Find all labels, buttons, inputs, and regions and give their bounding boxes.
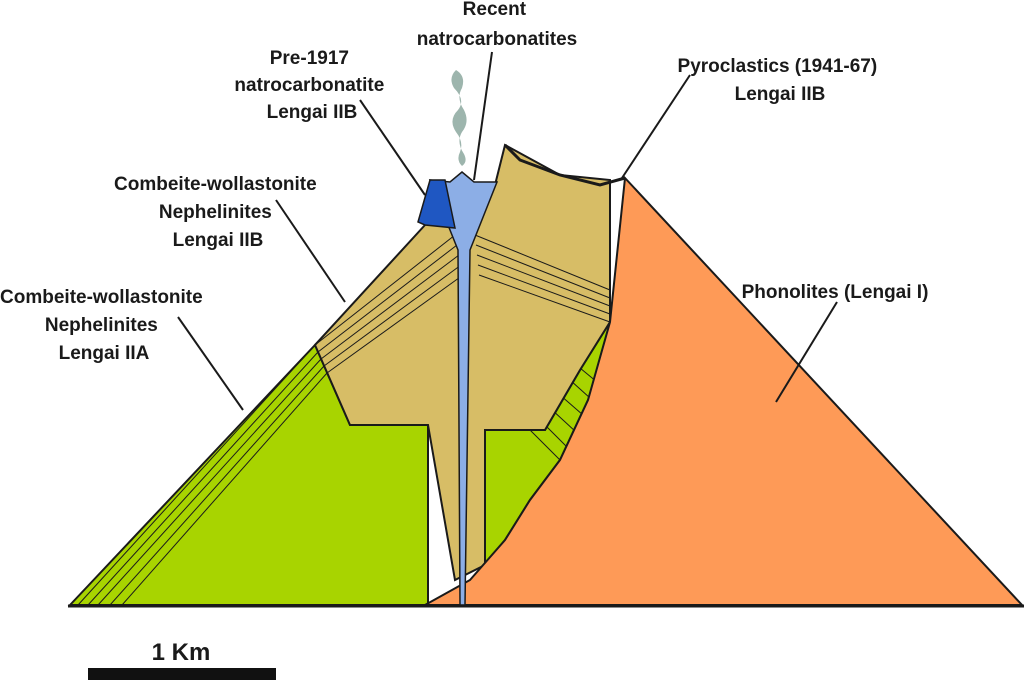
label-recent: Recent natrocarbonatites — [417, 0, 577, 50]
label-cw-iia: Combeite-wollastonite Nephelinites Lenga… — [0, 287, 208, 364]
natrocarbonatite-conduit — [428, 171, 499, 606]
leader-lines — [177, 51, 838, 411]
label-pre1917: Pre-1917 natrocarbonatite Lengai IIB — [234, 48, 389, 123]
leader-pre1917 — [359, 99, 426, 196]
leader-recent — [473, 51, 493, 181]
label-phonolites: Phonolites (Lengai I) — [742, 282, 929, 303]
leader-cw-iia — [177, 316, 244, 411]
lengai-iia-left-layers — [77, 344, 328, 606]
leader-phonolites — [775, 301, 838, 403]
label-pyroclastics: Pyroclastics (1941-67) Lengai IIB — [678, 56, 883, 105]
leader-pyroclastics — [621, 74, 691, 179]
scale-bar-label: 1 Km — [152, 639, 211, 666]
label-cw-iib: Combeite-wollastonite Nephelinites Lenga… — [114, 174, 322, 251]
gas-plume — [451, 70, 467, 166]
lengai-iib-layers — [314, 234, 611, 374]
pre1917-natrocarbonatite-body — [417, 179, 456, 229]
scale-bar — [88, 668, 276, 680]
leader-cw-iib — [275, 199, 346, 303]
pyroclastics-rim — [503, 143, 626, 187]
